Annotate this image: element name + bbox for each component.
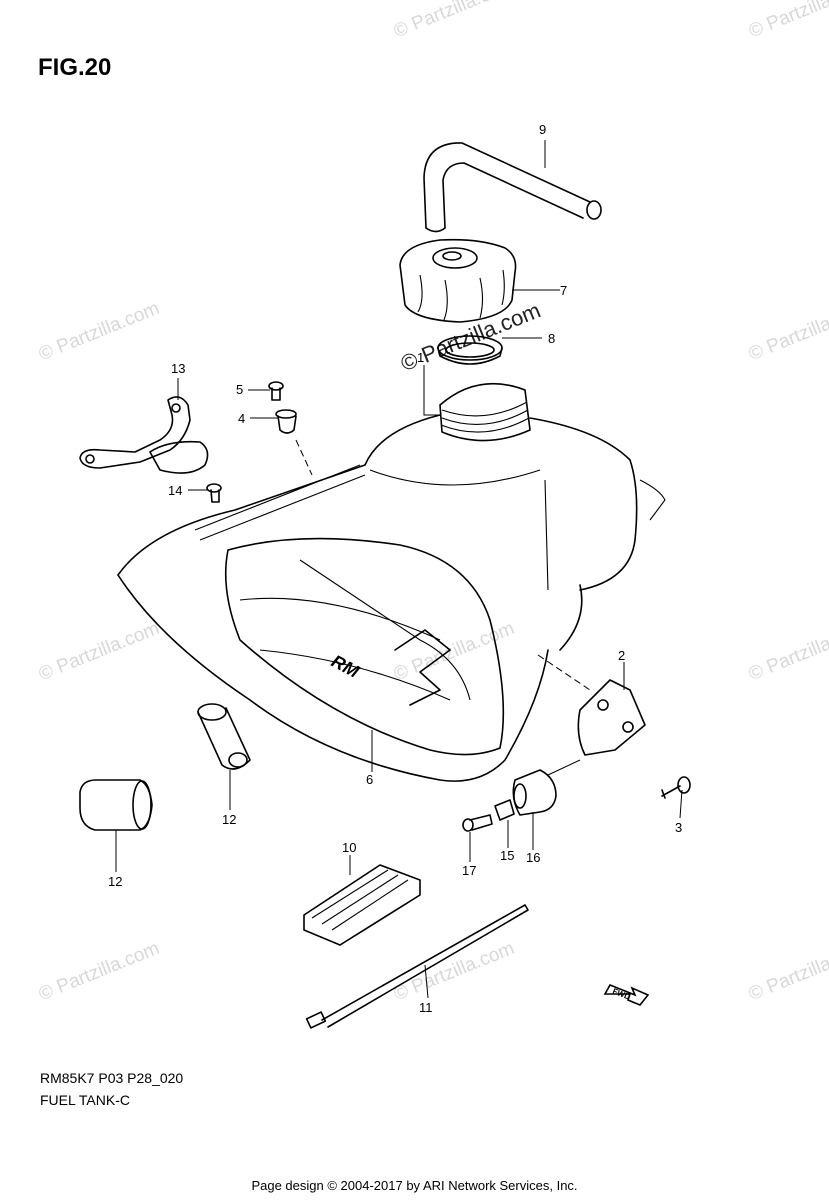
cable-tie-part-11[interactable] bbox=[305, 904, 529, 1029]
screw-part-3[interactable] bbox=[661, 776, 691, 799]
callout-10[interactable]: 10 bbox=[342, 840, 356, 855]
callout-9[interactable]: 9 bbox=[539, 122, 546, 137]
bracket-part-2[interactable] bbox=[577, 679, 646, 756]
callout-12-lower[interactable]: 12 bbox=[108, 874, 122, 889]
pad-part-10[interactable] bbox=[303, 864, 421, 946]
strap-clip-part-13[interactable] bbox=[79, 396, 209, 474]
callout-15[interactable]: 15 bbox=[500, 848, 514, 863]
callout-16[interactable]: 16 bbox=[526, 850, 540, 865]
bolt-part-17[interactable] bbox=[462, 814, 493, 832]
assembly-line bbox=[295, 439, 313, 476]
callout-17[interactable]: 17 bbox=[462, 863, 476, 878]
diagram-code: RM85K7 P03 P28_020 bbox=[40, 1070, 184, 1086]
callout-12-upper[interactable]: 12 bbox=[222, 812, 236, 827]
figure-title: FIG.20 bbox=[38, 54, 112, 81]
callout-11[interactable]: 11 bbox=[419, 1000, 433, 1015]
callout-3[interactable]: 3 bbox=[675, 820, 682, 835]
cushion-part-12-lower[interactable] bbox=[79, 779, 153, 831]
bolt-part-14[interactable] bbox=[206, 483, 222, 503]
leader-11 bbox=[424, 964, 429, 999]
callout-14[interactable]: 14 bbox=[168, 483, 182, 498]
bolt-part-5[interactable] bbox=[268, 381, 284, 401]
fuel-tank-part-1[interactable]: RM bbox=[117, 382, 666, 782]
callout-13[interactable]: 13 bbox=[171, 361, 185, 376]
callout-8[interactable]: 8 bbox=[548, 331, 555, 346]
collar-part-4[interactable] bbox=[275, 409, 297, 434]
diagram-name: FUEL TANK-C bbox=[40, 1092, 130, 1108]
callout-4[interactable]: 4 bbox=[238, 411, 245, 426]
callout-6[interactable]: 6 bbox=[366, 772, 373, 787]
copyright-notice: Page design © 2004-2017 by ARI Network S… bbox=[251, 1178, 578, 1193]
cushion-part-16[interactable] bbox=[512, 769, 557, 816]
callout-1[interactable]: 1 bbox=[417, 350, 424, 365]
collar-part-15[interactable] bbox=[494, 799, 515, 821]
callout-5[interactable]: 5 bbox=[236, 382, 243, 397]
gasket-part-8[interactable] bbox=[437, 335, 503, 365]
cushion-part-12-upper[interactable] bbox=[197, 703, 251, 770]
breather-hose-part-9[interactable] bbox=[423, 142, 602, 233]
fwd-arrow-icon: FWD bbox=[603, 983, 650, 1006]
leader-3 bbox=[679, 789, 683, 819]
fwd-label: FWD bbox=[611, 987, 631, 1002]
tank-graphic-logo: RM bbox=[328, 651, 363, 682]
leader-1 bbox=[423, 365, 440, 416]
fuel-cap-part-7[interactable] bbox=[399, 238, 517, 323]
callout-2[interactable]: 2 bbox=[618, 648, 625, 663]
assembly-line bbox=[547, 759, 581, 776]
callout-7[interactable]: 7 bbox=[560, 283, 567, 298]
